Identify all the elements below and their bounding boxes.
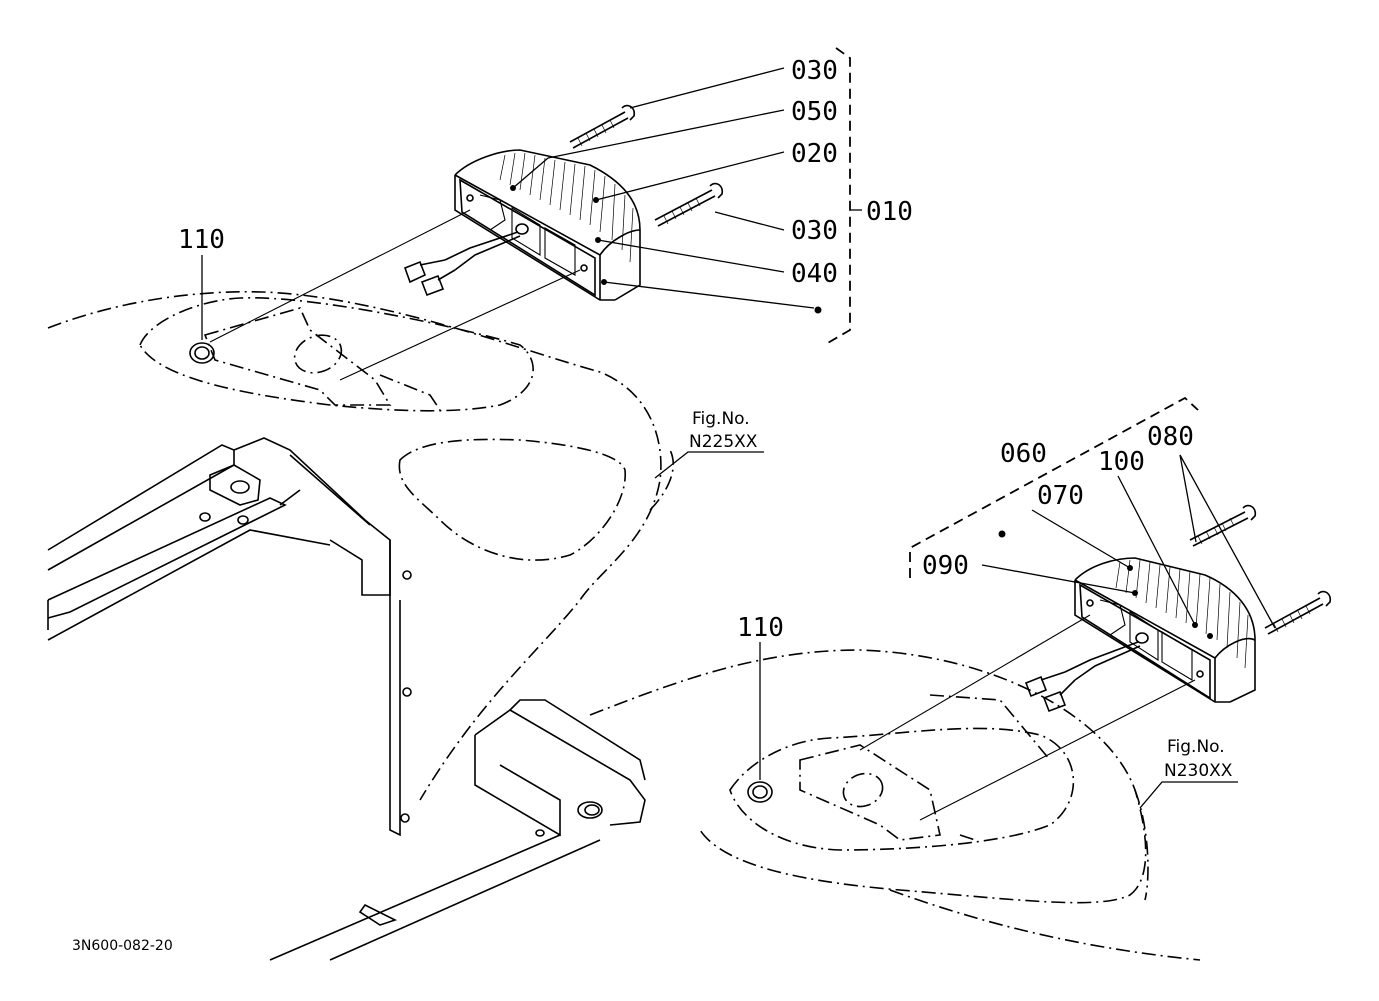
nut-110-right [747, 642, 773, 803]
figref-1-label: Fig.No. [692, 409, 750, 429]
figref-1-number: N225XX [689, 432, 758, 452]
bottom-screw-upper [1189, 504, 1257, 547]
callout-010: 010 [866, 197, 913, 227]
callout-050: 050 [791, 97, 838, 127]
callout-060: 060 [1000, 439, 1047, 469]
callout-110-right: 110 [737, 613, 784, 643]
document-id: 3N600-082-20 [72, 938, 173, 954]
figref-2-number: N230XX [1164, 761, 1233, 781]
top-tail-lamp [209, 104, 724, 381]
left-frame [47, 437, 412, 837]
callout-040: 040 [791, 259, 838, 289]
left-mount-recess [203, 307, 441, 411]
callout-100: 100 [1098, 447, 1145, 477]
callout-070: 070 [1037, 481, 1084, 511]
leaders-bottom [981, 454, 1276, 639]
group-bracket-060 [909, 396, 1199, 578]
top-screw-upper [569, 104, 636, 149]
figref-2-label: Fig.No. [1167, 737, 1225, 757]
top-screw-lower [654, 182, 724, 227]
leaders-top [510, 67, 822, 314]
figref-leader-2 [1139, 781, 1238, 809]
right-fender [589, 649, 1201, 961]
top-lamp-lens-hatch [499, 152, 634, 263]
callout-030-top: 030 [791, 56, 838, 86]
group-bracket-010 [825, 47, 851, 345]
nut-110-left [189, 255, 215, 364]
left-fender [47, 290, 675, 801]
callout-110-left: 110 [178, 225, 225, 255]
callout-090: 090 [922, 551, 969, 581]
callout-030-mid: 030 [791, 216, 838, 246]
right-mount-recess [799, 694, 1051, 841]
callout-020: 020 [791, 139, 838, 169]
callout-080: 080 [1147, 422, 1194, 452]
figref-leader-1 [654, 451, 764, 479]
center-frame [269, 699, 646, 961]
bottom-screw-lower [1264, 590, 1332, 635]
bottom-tail-lamp [859, 504, 1332, 821]
